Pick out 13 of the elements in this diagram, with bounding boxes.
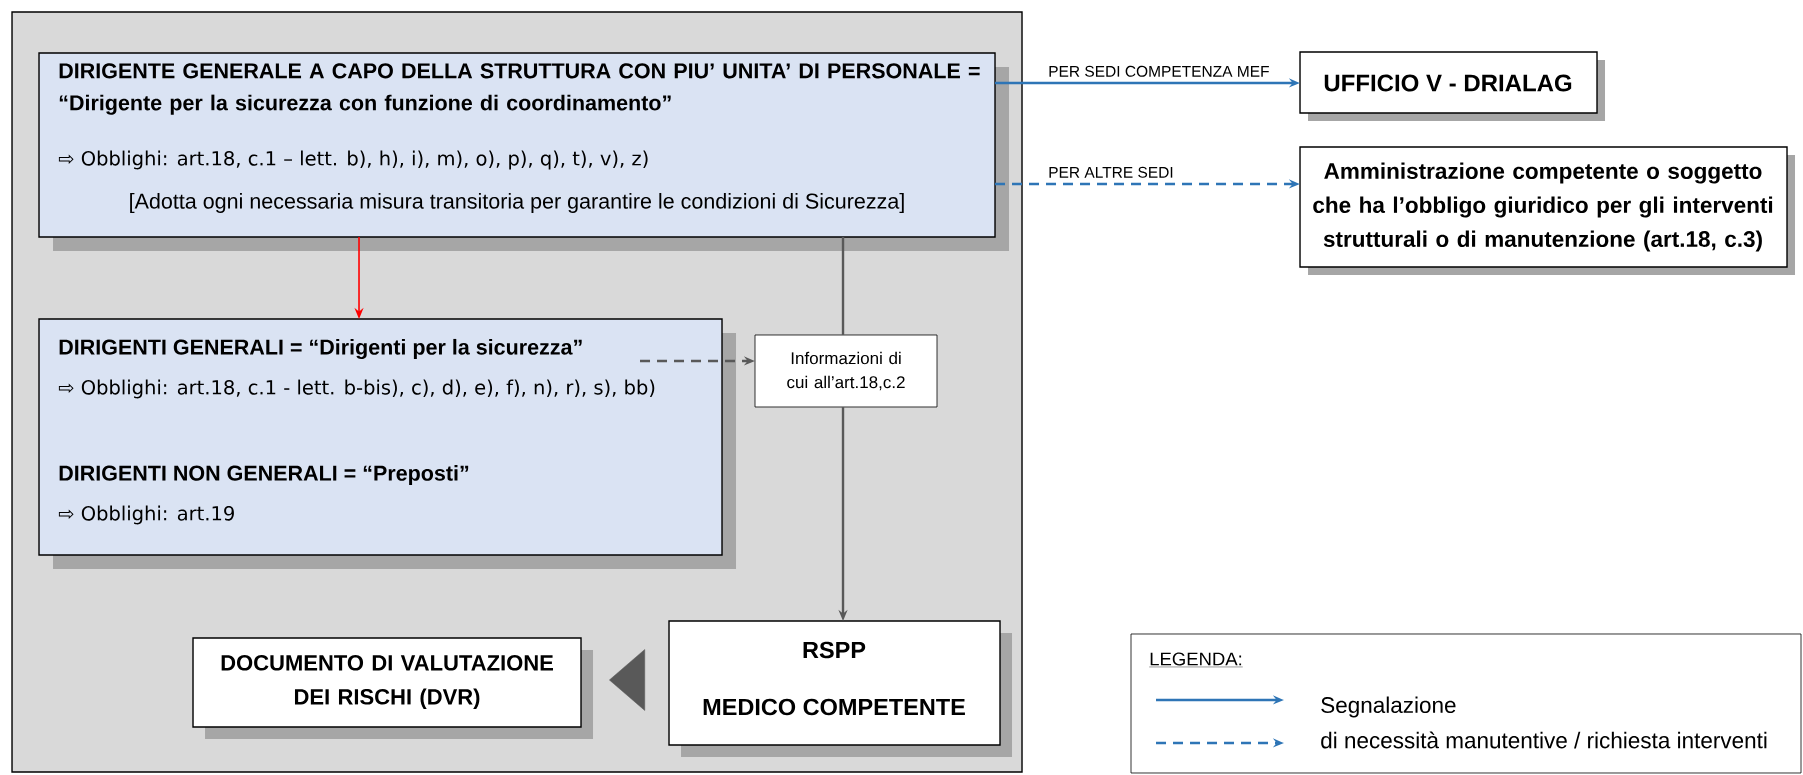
note-box: Informazioni di cui all’art.18,c.2 xyxy=(754,334,938,408)
office-box: UFFICIO V - DRIALAG xyxy=(1299,51,1605,121)
office-box: Amministrazione competente o soggetto che ha l’obbligo giuridico per gli interventi strutturali o di manutenzione (art.18, c.3) xyxy=(1299,146,1795,275)
process-box: DIRIGENTI GENERALI = “Dirigenti per la sicurezza” ⇨ Obblighi: art.18, c.1 - lett. b-bis), c), d), e), f), n), r), s), bb) DIRIGENTI NON GENERALI = “Preposti” ⇨ Obblighi: art.19 xyxy=(38,318,736,569)
process-box: DIRIGENTE GENERALE A CAPO DELLA STRUTTURA CON PIU’ UNITA’ DI PERSONALE = “Dirigente per la sicurezza con funzione di coordinamento” ⇨ Obblighi: art.18, c.1 – lett. b), h), i), m), o), p), q), t), v), z) [Adotta ogni necessaria misura transitoria per garantire le condizioni di Sicurezza] xyxy=(38,52,1009,251)
arrow xyxy=(609,649,646,711)
legend-text: Segnalazione xyxy=(1321,696,1456,718)
edge-label: PER ALTRE SEDI xyxy=(1047,165,1175,179)
legend-text: di necessità manutentive / richiesta interventi xyxy=(1321,731,1767,749)
edge-label: PER SEDI COMPETENZA MEF xyxy=(1047,64,1271,78)
document-box: DOCUMENTO DI VALUTAZIONE DEI RISCHI (DVR) xyxy=(192,637,593,739)
process-box: RSPP MEDICO COMPETENTE xyxy=(668,620,1012,757)
legend-title: LEGENDA: xyxy=(1149,652,1243,668)
